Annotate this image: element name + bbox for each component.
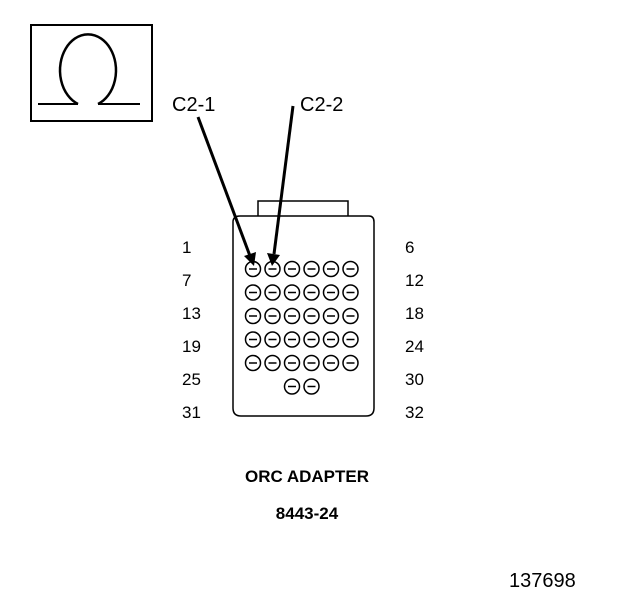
ohm-symbol-box [30, 24, 153, 122]
pin-grid [244, 260, 359, 395]
row-label-left: 7 [182, 271, 191, 290]
connector-pin [303, 331, 320, 348]
row-label-left: 25 [182, 370, 201, 389]
connector-pin [264, 284, 281, 301]
connector-pin [244, 331, 262, 348]
connector-pin [283, 260, 301, 278]
connector-pin [244, 284, 262, 301]
row-label-right: 24 [405, 337, 424, 356]
row-label-right: 6 [405, 238, 414, 257]
connector-pin [264, 354, 281, 372]
connector-pin [303, 354, 320, 372]
connector-pin [322, 284, 340, 301]
connector-pin [322, 354, 340, 372]
ohm-icon [38, 33, 140, 106]
row-label-right: 32 [405, 403, 424, 422]
arrow-c2-1 [196, 116, 256, 266]
row-label-right: 12 [405, 271, 424, 290]
row-label-right: 18 [405, 304, 424, 323]
connector-pin [342, 284, 359, 301]
row-label-left: 13 [182, 304, 201, 323]
connector-pin [342, 260, 359, 278]
connector-pin [244, 307, 262, 325]
connector-body [232, 200, 375, 417]
connector-pin [322, 307, 340, 325]
connector-pin [283, 284, 301, 301]
row-label-left: 1 [182, 238, 191, 257]
connector-pin [283, 331, 301, 348]
callout-c2-1: C2-1 [172, 94, 215, 116]
connector-name: ORC ADAPTER [245, 467, 369, 486]
callout-c2-2: C2-2 [300, 94, 343, 116]
connector-pin [244, 354, 262, 372]
row-label-left: 19 [182, 337, 201, 356]
connector-pin [303, 284, 320, 301]
connector-pin [264, 331, 281, 348]
connector-pin [342, 331, 359, 348]
arrow-c2-2 [267, 105, 295, 266]
connector-pin [283, 354, 301, 372]
connector-pin [283, 307, 301, 325]
connector-pin [342, 354, 359, 372]
row-label-right: 30 [405, 370, 424, 389]
row-label-left: 31 [182, 403, 201, 422]
connector-pin [303, 378, 320, 395]
connector-pin [303, 307, 320, 325]
connector-pin [322, 260, 340, 278]
figure-number: 137698 [509, 570, 576, 592]
connector-pin [322, 331, 340, 348]
connector-pin [283, 378, 301, 395]
connector-part-number: 8443-24 [276, 504, 339, 523]
connector-pin [264, 307, 281, 325]
connector-pin [342, 307, 359, 325]
connector-pin [303, 260, 320, 278]
